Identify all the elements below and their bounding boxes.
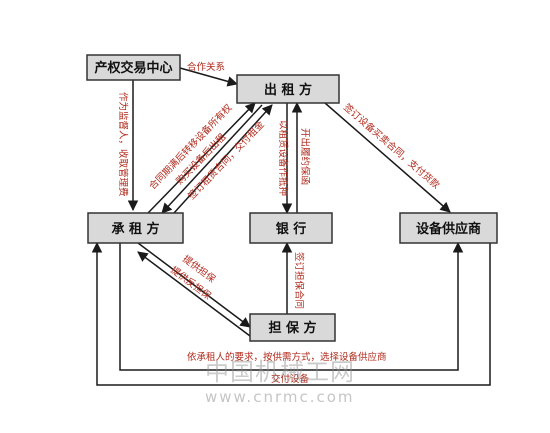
watermark-url: www.cnrmc.com [205, 388, 355, 406]
label-deliver-equipment: 交付设备 [271, 373, 310, 385]
label-pledge: 以租赁设备作抵押 [277, 120, 289, 196]
edge-lessor-lessee-buy [161, 104, 263, 214]
node-guarantor: 担 保 方 [249, 313, 336, 342]
edge-lessor-supplier [324, 102, 451, 213]
edge-choose-supplier [119, 241, 464, 371]
node-exchange: 产权交易中心 [86, 54, 181, 81]
label-transfer-ownership: 合同期满后转移设备所有权 [147, 101, 235, 192]
label-sign-purchase: 签订设备买卖合同，支付货款 [341, 101, 442, 191]
label-choose-supplier: 依承租人的要求，按供需方式，选择设备供应商 [187, 351, 387, 363]
watermark-cn: 中国机械工网 [205, 358, 355, 386]
label-issue-guarantee: 开出履约保函 [299, 128, 311, 185]
svg-text:担 保 方: 担 保 方 [268, 320, 316, 336]
svg-text:设备供应商: 设备供应商 [416, 221, 481, 237]
node-bank: 银 行 [249, 212, 333, 244]
edge-deliver-equipment [91, 241, 491, 386]
label-cooperation: 合作关系 [187, 61, 225, 73]
svg-text:出 租 方: 出 租 方 [264, 82, 312, 98]
svg-text:承 租 方: 承 租 方 [111, 221, 159, 237]
edge-exchange-lessor [179, 67, 239, 87]
label-supervisor: 作为监督人，收取管理费 [117, 92, 129, 197]
svg-text:银 行: 银 行 [276, 221, 307, 237]
edge-lessee-lessor-ownership [147, 102, 256, 214]
node-lessor: 出 租 方 [236, 74, 340, 104]
node-lessee: 承 租 方 [87, 212, 184, 244]
label-sign-guarantee: 签订担保合同 [293, 252, 305, 309]
node-supplier: 设备供应商 [399, 212, 498, 244]
edge-lessee-guarantor [137, 242, 251, 328]
edge-lessee-lessor-lease [173, 104, 273, 214]
edge-guarantor-lessee [137, 251, 251, 337]
svg-text:产权交易中心: 产权交易中心 [94, 60, 172, 76]
